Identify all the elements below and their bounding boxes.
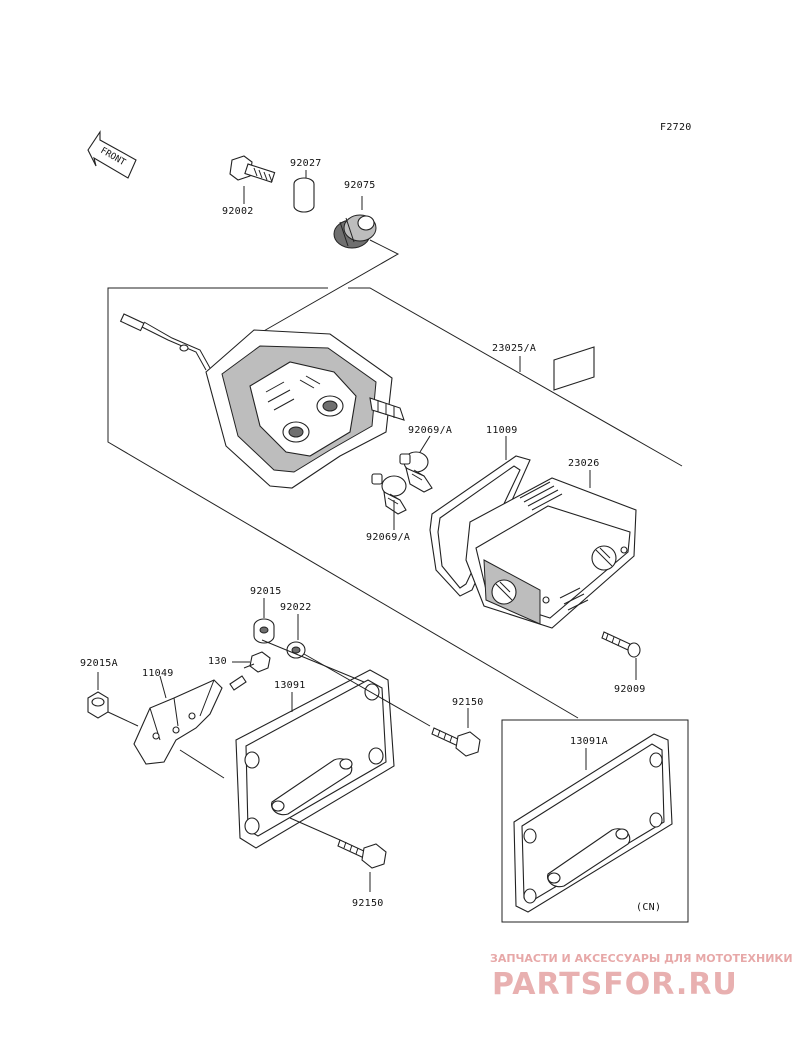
- figure-code: F2720: [660, 122, 692, 133]
- bolt-92002: [229, 155, 276, 183]
- watermark-tagline: ЗАПЧАСТИ И АКСЕССУАРЫ ДЛЯ МОТОТЕХНИКИ: [490, 952, 793, 965]
- grommet-92075: [333, 214, 377, 249]
- front-arrow-icon: FRONT: [87, 130, 137, 179]
- lens-23026: [465, 346, 637, 629]
- bolt-92150-right: [431, 727, 481, 757]
- label-92150-right: 92150: [452, 697, 484, 708]
- label-92075: 92075: [344, 180, 376, 191]
- label-92069A-top: 92069/A: [408, 425, 452, 436]
- nut-92015: [253, 618, 275, 644]
- washer-92022: [286, 641, 306, 659]
- taillight-base-23025A: [119, 313, 405, 489]
- nut-92015A: [87, 691, 109, 719]
- screw-92009: [601, 631, 641, 658]
- bracket-11049: [133, 675, 247, 765]
- label-92027: 92027: [290, 158, 322, 169]
- bolt-92150-bottom: [337, 839, 387, 869]
- label-92022: 92022: [280, 602, 312, 613]
- label-92002: 92002: [222, 206, 254, 217]
- bulb-92069A-top: [399, 451, 433, 493]
- label-13091A: 13091A: [570, 736, 608, 747]
- license-plate-bracket-13091: [235, 669, 395, 849]
- collar-92027: [293, 177, 315, 213]
- label-92069A-bottom: 92069/A: [366, 532, 410, 543]
- label-92015A: 92015A: [80, 658, 118, 669]
- label-92150-bottom: 92150: [352, 898, 384, 909]
- cn-variant-box: [501, 719, 689, 923]
- label-92015: 92015: [250, 586, 282, 597]
- label-13091: 13091: [274, 680, 306, 691]
- bolt-130: [243, 651, 271, 673]
- bulb-92069A-bottom: [371, 473, 407, 515]
- label-cn: (CN): [636, 902, 661, 913]
- label-92009: 92009: [614, 684, 646, 695]
- license-plate-bracket-13091A: [513, 733, 673, 913]
- label-11049: 11049: [142, 668, 174, 679]
- label-23025A: 23025/A: [492, 343, 536, 354]
- label-130: 130: [208, 656, 227, 667]
- watermark-brand: PARTSFOR.RU: [492, 967, 738, 1002]
- label-23026: 23026: [568, 458, 600, 469]
- label-11009: 11009: [486, 425, 518, 436]
